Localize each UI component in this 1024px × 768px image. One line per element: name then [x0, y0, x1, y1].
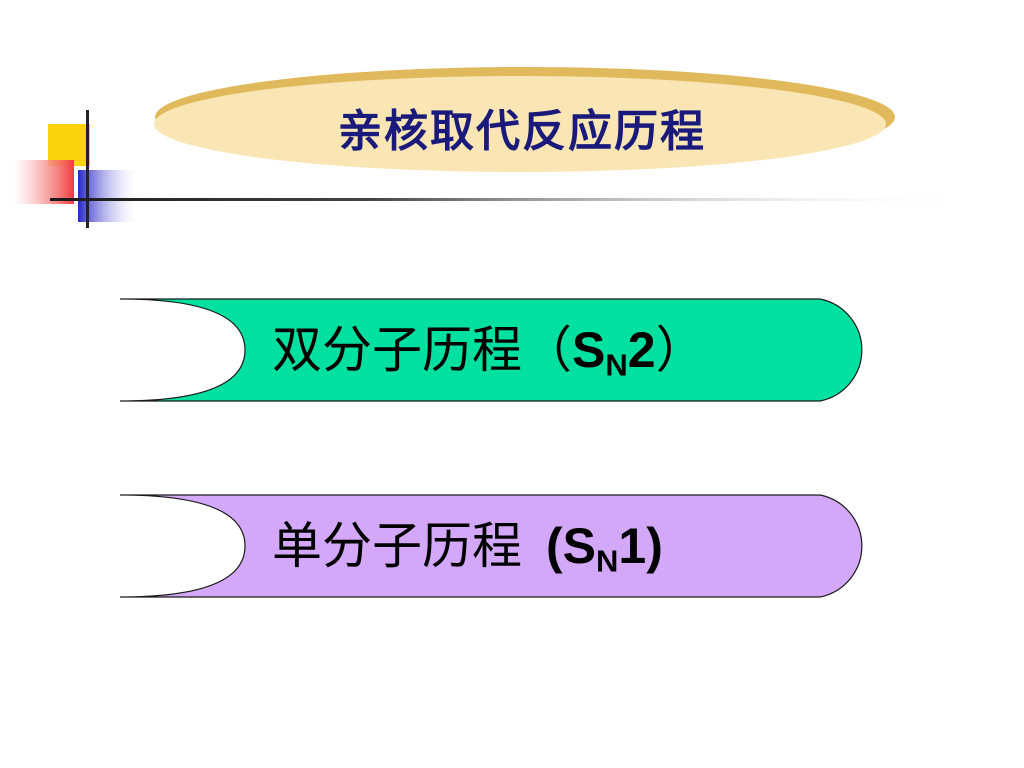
- sn1-option-shape: [119, 494, 863, 598]
- page-title: 亲核取代反应历程: [338, 106, 706, 157]
- sn1-chinese-label: 单分子历程: [272, 517, 522, 575]
- title-underline: [50, 198, 970, 201]
- sn2-open-paren: （: [522, 321, 572, 379]
- sn2-order: 2: [627, 322, 656, 378]
- title-banner-fill: [154, 76, 886, 172]
- sn1-close-paren: ): [646, 518, 663, 574]
- sn2-chinese-label: 双分子历程: [272, 321, 522, 379]
- sn1-option-label: 单分子历程 (SN1): [272, 514, 663, 594]
- sn2-subscript: N: [605, 347, 628, 383]
- sn2-close-paren: ）: [655, 321, 706, 379]
- sn1-order: 1: [618, 518, 647, 574]
- title-banner: [154, 67, 895, 172]
- deco-vertical-line: [86, 110, 89, 228]
- sn2-symbol: S: [572, 322, 606, 378]
- sn1-open-paren: (: [546, 518, 563, 574]
- deco-yellow-square: [48, 124, 90, 166]
- sn2-option-label: 双分子历程（SN2）: [272, 318, 706, 398]
- deco-red-square: [14, 160, 74, 204]
- sn1-symbol: S: [562, 518, 597, 574]
- corner-decoration: [14, 110, 136, 228]
- sn2-option-shape: [119, 298, 863, 402]
- sn1-subscript: N: [596, 543, 619, 579]
